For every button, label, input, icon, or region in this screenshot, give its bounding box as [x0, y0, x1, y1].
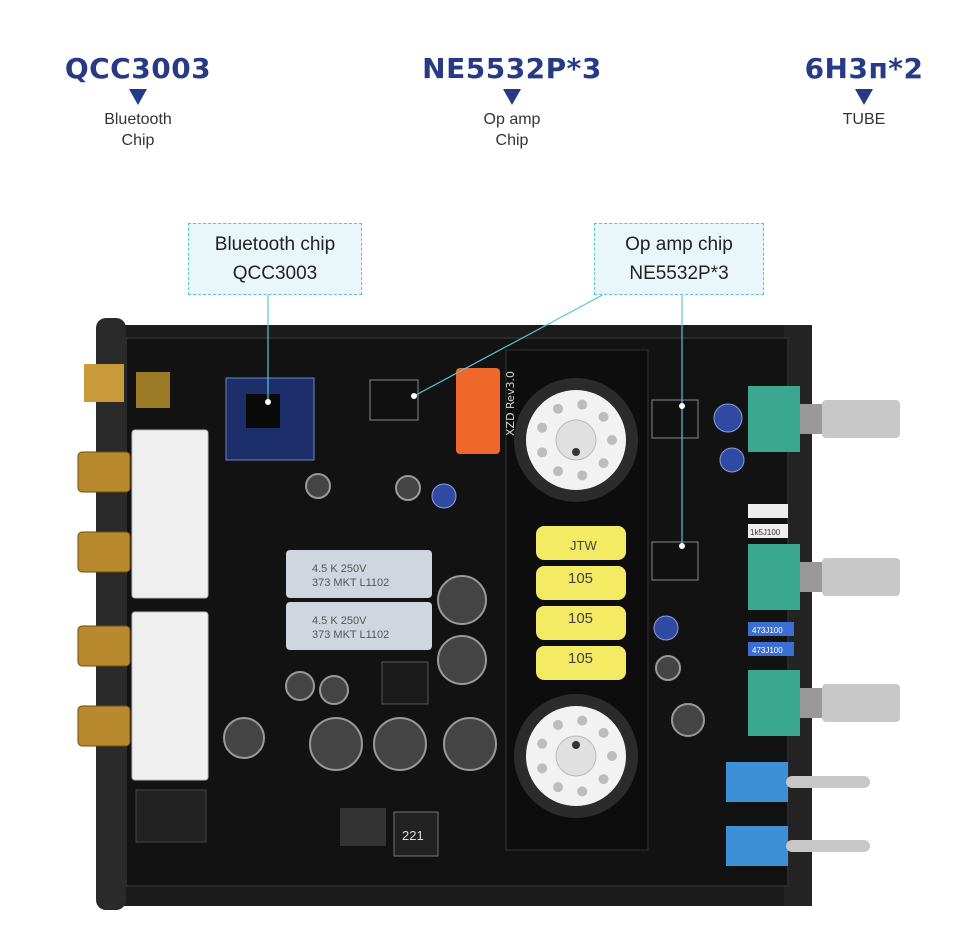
dc-power-jack [135, 789, 207, 843]
callout-line: Op amp chip [625, 234, 733, 255]
front-panel [96, 318, 126, 910]
tube-pins [537, 399, 617, 797]
film-cap-label: 4.5 K 250V [312, 563, 367, 575]
tube-pin [598, 458, 609, 469]
regulator [340, 808, 386, 846]
callout-leaders [267, 290, 683, 546]
film-cap-label: 373 MKT L1102 [312, 577, 389, 589]
down-arrow-icon [503, 89, 521, 105]
callout-line: QCC3003 [232, 263, 318, 284]
opamp-chip [651, 399, 699, 439]
tube-pin [537, 738, 548, 749]
header-sub-line2: Chip [121, 132, 155, 149]
header-qcc3003: QCC3003 Bluetooth Chip [8, 52, 268, 151]
tube-pin [598, 727, 609, 738]
orange-capacitor [456, 368, 500, 454]
yellow-cap-value: 105 [568, 570, 593, 587]
header-ne5532: NE5532P*3 Op amp Chip [382, 52, 642, 151]
tube-pin [553, 466, 563, 477]
tube-pin [537, 422, 548, 433]
tube-pin [553, 782, 563, 793]
film-capacitors: 4.5 K 250V 373 MKT L1102 4.5 K 250V 373 … [286, 550, 432, 650]
tube-pin [537, 763, 548, 774]
header-title: NE5532P*3 [422, 52, 602, 85]
callout-opamp-chip: Op amp chip NE5532P*3 [594, 223, 764, 295]
callout-line: Bluetooth chip [214, 234, 336, 255]
tube-pin [577, 715, 588, 726]
tube-pin [607, 435, 617, 445]
down-arrow-icon [129, 89, 147, 105]
yellow-capacitors: 105 JTW 105 105 [536, 526, 626, 680]
tube-pin [553, 403, 563, 414]
tube-pin [598, 774, 609, 785]
header-sub-line1: TUBE [842, 111, 886, 128]
header-tube: 6H3п*2 TUBE [734, 52, 959, 130]
tube-socket-bottom [514, 694, 638, 818]
inductor [393, 811, 439, 857]
resistor-label: 473J100 [752, 626, 783, 635]
opamp-chip [369, 379, 419, 421]
resistor [748, 642, 794, 656]
header-sub-line2: Chip [495, 132, 529, 149]
mosfet [381, 661, 429, 705]
callout-dots [265, 393, 685, 549]
callout-bluetooth-chip: Bluetooth chip QCC3003 [188, 223, 362, 295]
inductor-label: 221 [402, 828, 424, 843]
speaker-terminals [131, 429, 209, 781]
tube-socket-top [514, 378, 638, 502]
tube-pin [537, 447, 548, 458]
header-title: QCC3003 [64, 52, 212, 85]
tube-pin [553, 719, 563, 730]
resistor-label: 473J100 [752, 646, 783, 655]
rca-jacks [77, 451, 131, 747]
yellow-cap [536, 606, 626, 640]
resistor [748, 504, 788, 518]
film-cap [286, 602, 432, 650]
opamp-chip [651, 541, 699, 581]
antenna-connector [84, 364, 124, 402]
electrolytic-capacitors [223, 473, 705, 771]
film-cap [286, 550, 432, 598]
header-sub-line1: Op amp [483, 111, 541, 128]
header-subtitle: Op amp Chip [382, 109, 642, 151]
tube-pin [577, 399, 588, 410]
yellow-cap-value: 105 [568, 610, 593, 627]
resistor-label: 1k5J100 [750, 528, 781, 537]
resistor [748, 524, 788, 538]
yellow-cap-brand: JTW [570, 538, 597, 553]
callout-line: NE5532P*3 [629, 263, 729, 284]
yellow-cap [536, 646, 626, 680]
toggle-switches [726, 762, 870, 866]
board-revision-label: XZD Rev3.0 [504, 371, 517, 436]
header-subtitle: TUBE [734, 109, 959, 130]
header-title: 6H3п*2 [804, 52, 924, 85]
resistor [748, 622, 794, 636]
tube-pin [577, 470, 588, 481]
tube-pin [598, 411, 609, 422]
yellow-cap [536, 526, 626, 560]
down-arrow-icon [855, 89, 873, 105]
blue-capacitors [431, 403, 745, 641]
film-cap-label: 4.5 K 250V [312, 615, 367, 627]
antenna-base [136, 372, 170, 408]
header-subtitle: Bluetooth Chip [8, 109, 268, 151]
yellow-cap-value: 105 [568, 650, 593, 667]
film-cap-label: 373 MKT L1102 [312, 629, 389, 641]
bluetooth-module [225, 377, 315, 461]
tube-pin [607, 751, 617, 761]
tube-pin [577, 786, 588, 797]
potentiometers [748, 386, 900, 736]
yellow-cap [536, 566, 626, 600]
header-sub-line1: Bluetooth [104, 111, 172, 128]
